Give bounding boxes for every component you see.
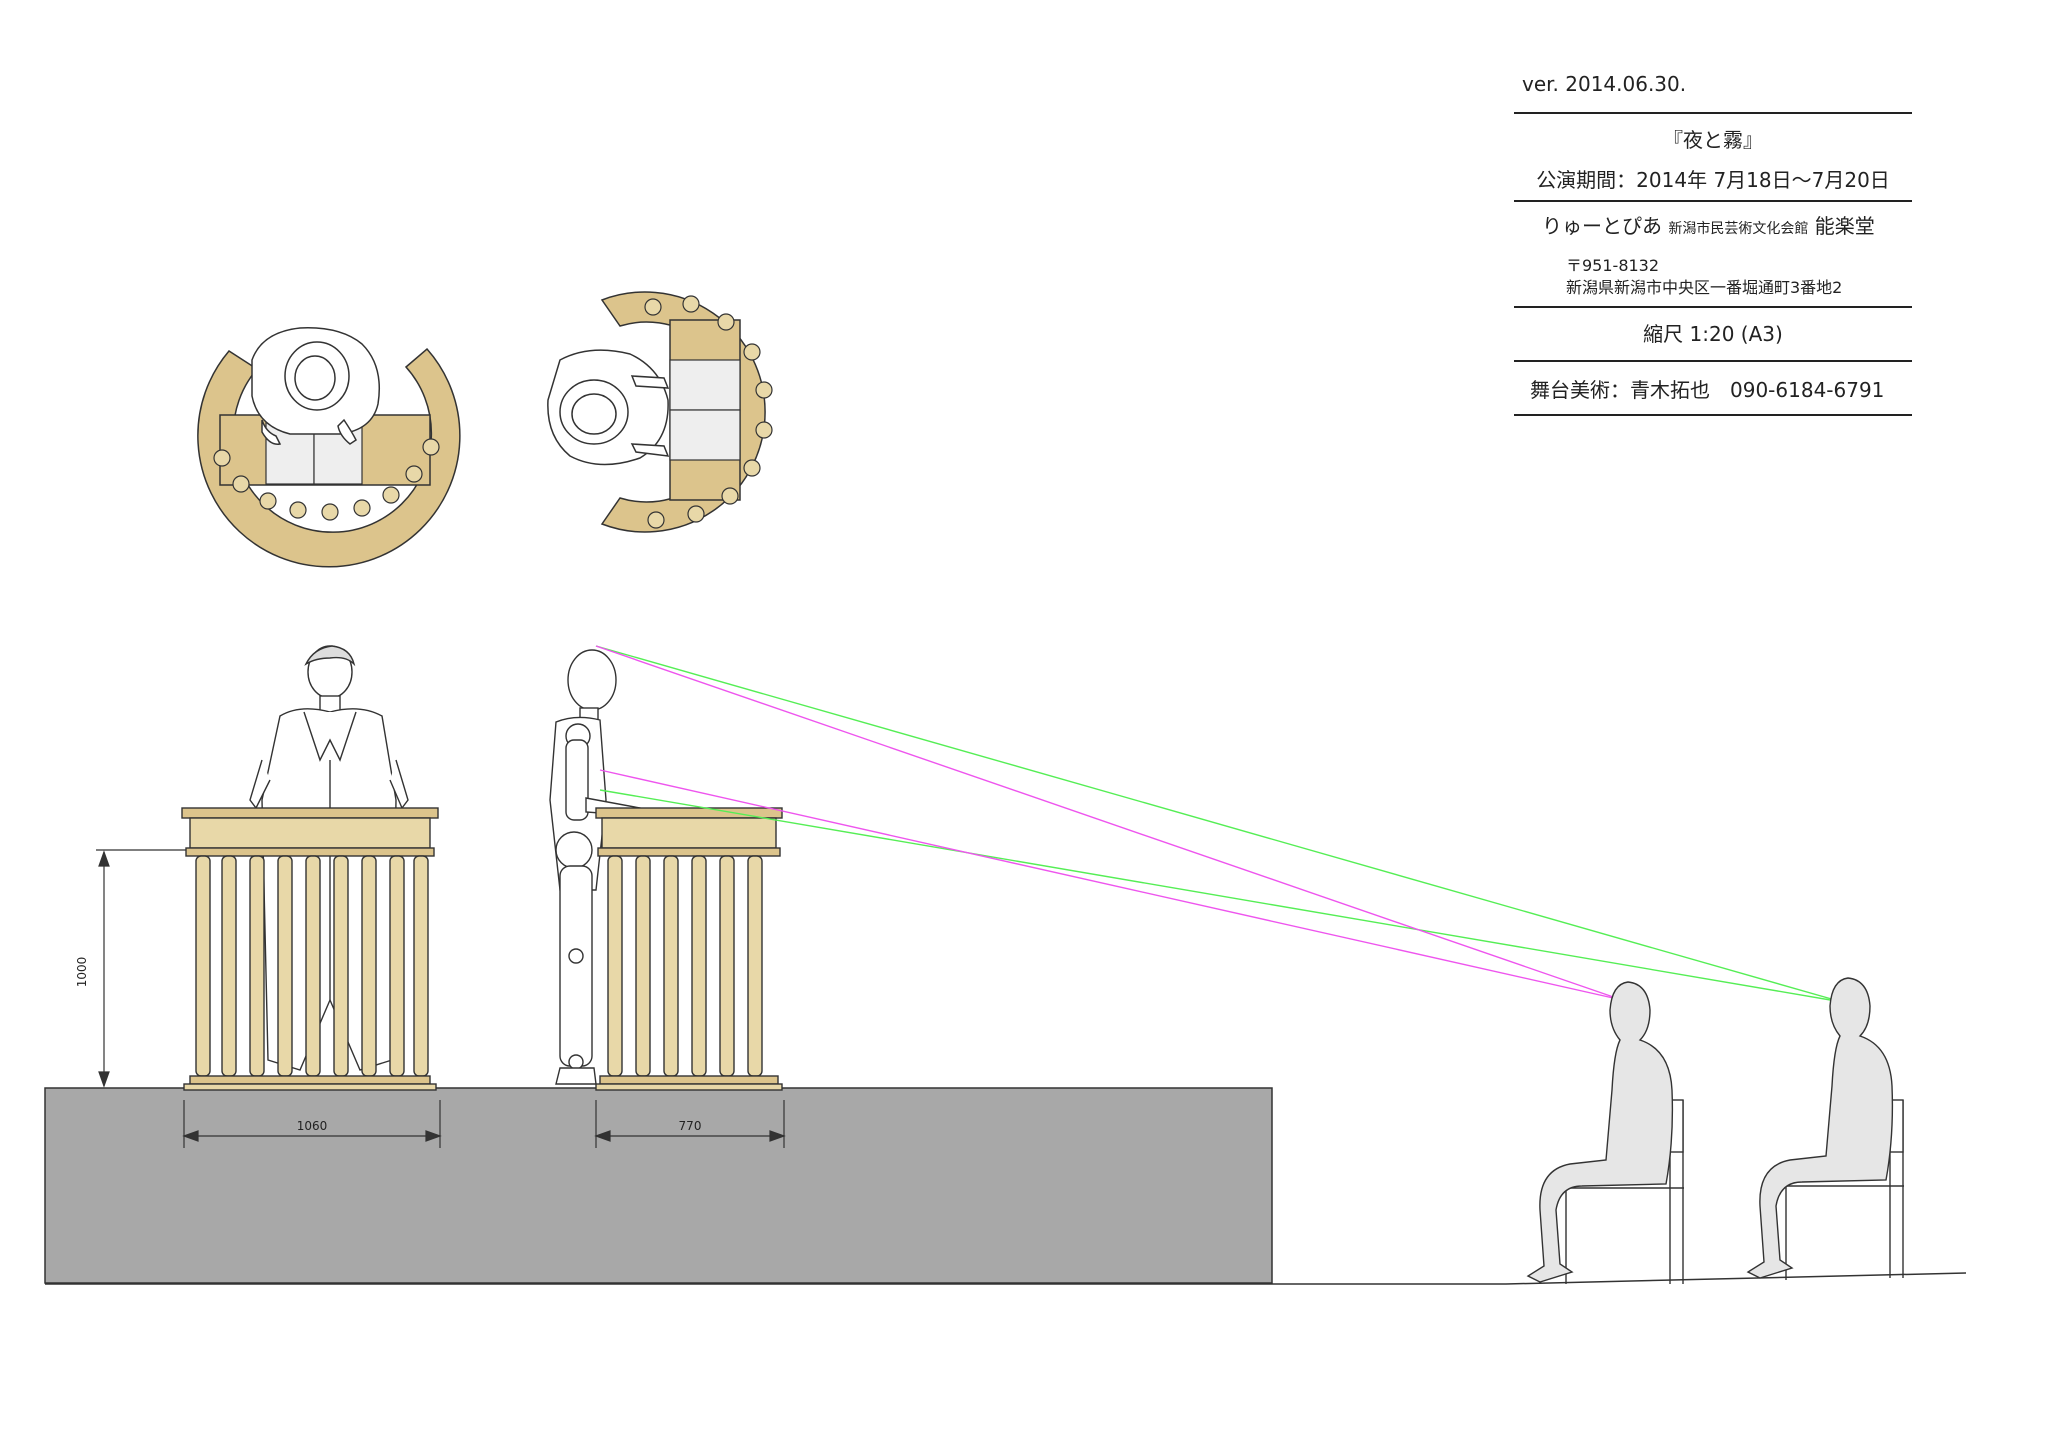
chair-front: [1560, 1099, 1684, 1284]
podium-left-base: [189, 1075, 431, 1085]
audience-floor-rake: [1505, 1272, 1967, 1285]
dimension-height: [96, 849, 186, 1088]
title-block-rule-1: [1514, 112, 1912, 114]
venue: りゅーとぴあ 新潟市民芸術文化会館 能楽堂: [1542, 210, 1875, 239]
plan-book-right-b: [669, 409, 741, 461]
podium-left-frieze: [189, 817, 431, 849]
podium-right: [595, 807, 783, 1091]
plan-rivets-left: [213, 438, 440, 521]
podium-left: [181, 807, 439, 1091]
sightline-magenta-front-desk: [599, 769, 1623, 1001]
dimension-width-right: [594, 1100, 786, 1148]
seated-figure-rear: [1746, 977, 1894, 1279]
dimension-width-right-label: 770: [679, 1119, 702, 1133]
sightline-green-rear-desk: [599, 789, 1843, 1003]
sightline-magenta-front-head: [595, 645, 1623, 1001]
podium-right-balusters: [607, 855, 763, 1077]
venue-hall: 能楽堂: [1814, 214, 1875, 238]
podium-left-top: [181, 807, 439, 819]
title-block-rule-2: [1514, 200, 1912, 202]
mannequin-figure: [549, 649, 641, 1085]
dimension-width-left-label: 1060: [297, 1119, 328, 1133]
podium-right-base: [599, 1075, 779, 1085]
venue-address: 新潟県新潟市中央区一番堀通町3番地2: [1566, 278, 1843, 297]
plan-person-left: [251, 327, 381, 445]
person-left-elevation: [249, 645, 409, 1071]
stage-platform: [44, 1087, 1273, 1284]
title-block-rule-5: [1514, 414, 1912, 416]
performance-period: 公演期間：2014年 7月18日〜7月20日: [1536, 168, 1890, 192]
venue-full-name: 新潟市民芸術文化会館: [1668, 221, 1809, 237]
podium-left-balusters: [195, 855, 429, 1077]
audience-rear: [1746, 977, 1904, 1280]
plan-book-right-a: [669, 359, 741, 411]
plan-view-left: [197, 327, 461, 568]
title-block-rule-4: [1514, 360, 1912, 362]
podium-left-plinth: [183, 1083, 437, 1091]
title-block-rule-3: [1514, 306, 1912, 308]
podium-right-rail: [597, 847, 781, 857]
dimension-width-left: [182, 1100, 442, 1148]
podium-left-rail: [185, 847, 435, 857]
podium-right-plinth: [595, 1083, 783, 1091]
plan-person-right: [547, 349, 670, 466]
dimension-height-label: 1000: [75, 957, 89, 988]
podium-right-frieze: [601, 817, 777, 849]
plan-view-right: [547, 291, 773, 533]
version-label: ver. 2014.06.30.: [1522, 72, 1687, 96]
sightline-green-rear-head: [595, 645, 1843, 1003]
postal-code: 〒951-8132: [1566, 256, 1660, 275]
seated-figure-front: [1526, 981, 1674, 1283]
audience-front: [1526, 981, 1684, 1284]
venue-name: りゅーとぴあ: [1542, 214, 1662, 238]
production-title: 『夜と霧』: [1663, 128, 1763, 152]
sightlines: [595, 645, 1843, 1003]
drawing-scale: 縮尺 1:20 (A3): [1643, 322, 1783, 346]
stage-designer: 舞台美術：青木拓也 090-6184-6791: [1530, 378, 1885, 402]
plan-rivets-right: [644, 295, 773, 529]
